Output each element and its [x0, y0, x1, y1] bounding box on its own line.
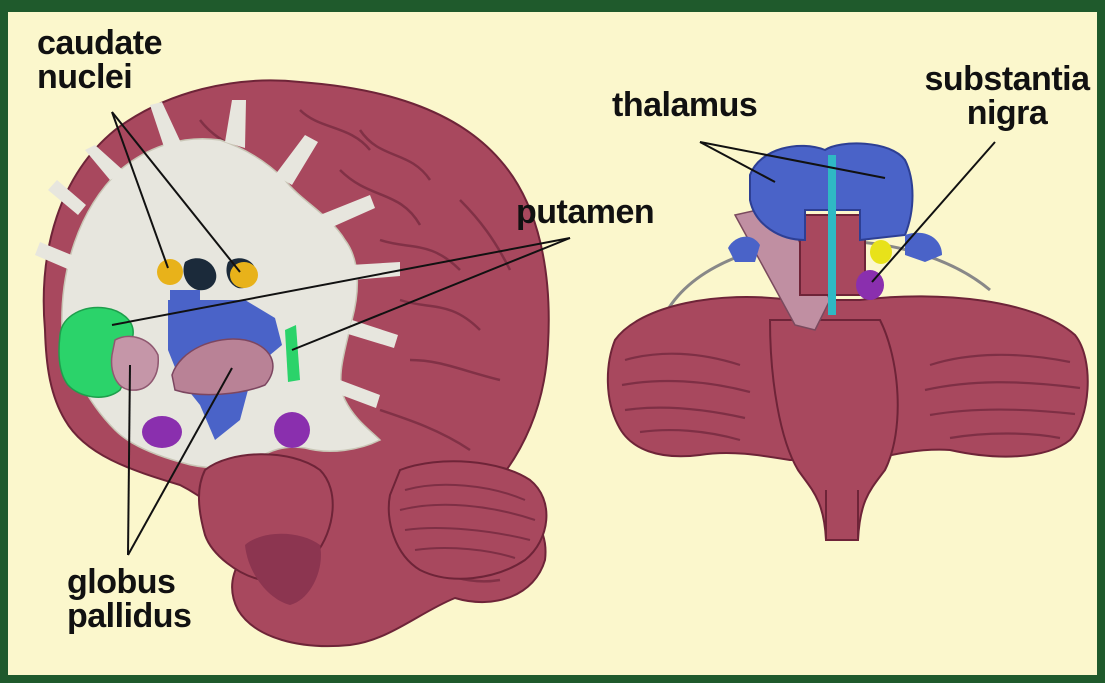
nigra-left-lump	[142, 416, 182, 448]
coronal-brain-section	[35, 80, 549, 646]
brainstem-column	[770, 320, 898, 540]
cerebellum-left	[389, 461, 547, 578]
label-thalamus: thalamus	[612, 88, 757, 122]
brainstem-view	[608, 143, 1088, 540]
label-globus-pallidus: globus pallidus	[67, 565, 191, 633]
label-substantia-nigra: substantia nigra	[912, 62, 1102, 130]
label-caudate-nuclei: caudate nuclei	[37, 26, 162, 94]
label-putamen: putamen	[516, 195, 654, 229]
third-ventricle	[828, 155, 836, 315]
nigra-yellow	[870, 240, 892, 264]
nigra-right-lump	[274, 412, 310, 448]
caudate-left	[157, 259, 183, 285]
globus-pallidus-left	[112, 336, 159, 390]
